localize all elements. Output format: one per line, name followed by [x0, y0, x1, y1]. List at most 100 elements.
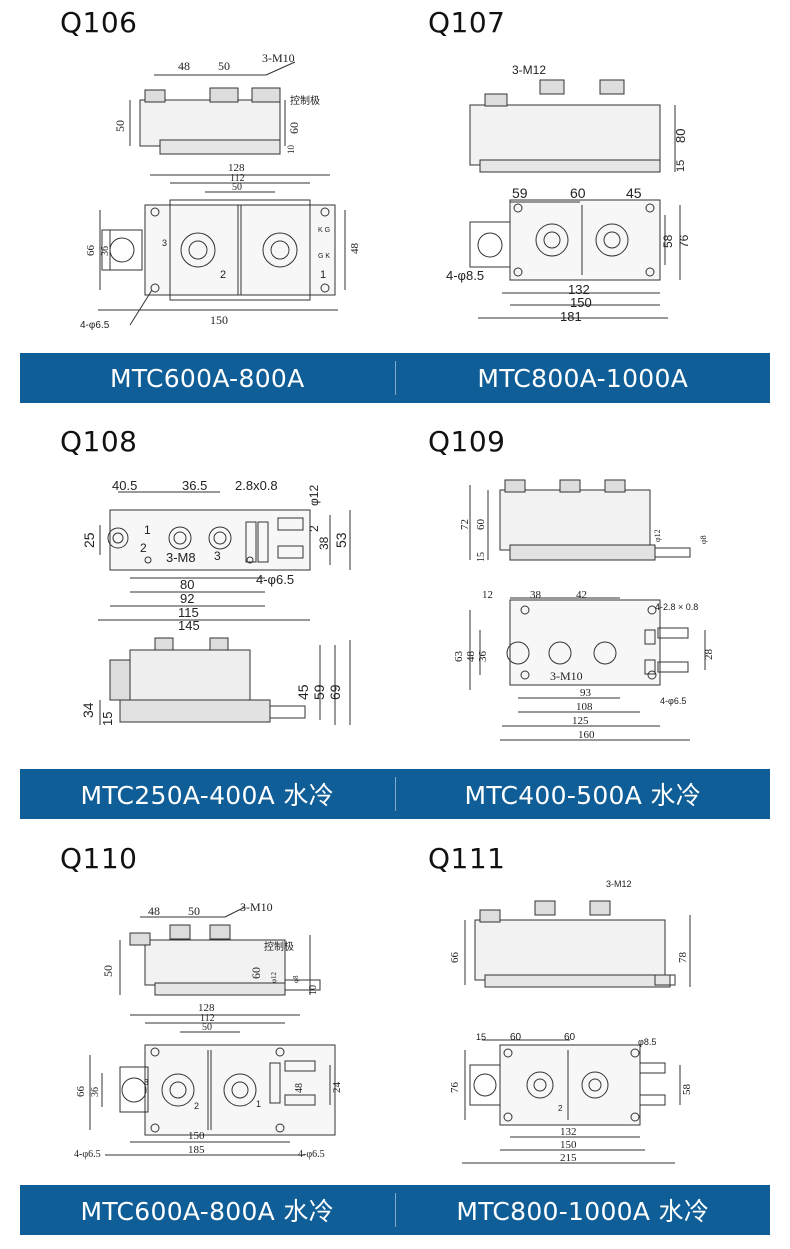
dim-h36: 36	[477, 651, 489, 663]
dim-h48: 48	[465, 651, 477, 663]
model-code-q111: Q111	[428, 842, 506, 875]
model-code-q106: Q106	[60, 6, 138, 39]
dim-h60: 60	[475, 519, 487, 531]
dim-h36: 36	[100, 246, 111, 256]
dim-h2: 2	[307, 525, 321, 532]
dim-38: 38	[530, 589, 542, 601]
dim-h15: 15	[100, 712, 115, 726]
dim-60-a: 60	[510, 1032, 522, 1043]
dim-phi12: φ12	[270, 971, 278, 983]
pin-spec: 4-2.8 × 0.8	[655, 602, 698, 612]
dim-h10: 10	[286, 145, 296, 155]
dim-phi8: φ8	[292, 975, 300, 983]
model-code-q109: Q109	[428, 425, 506, 458]
mount-holes: 4-φ6.5	[256, 572, 294, 587]
dim-h53: 53	[333, 532, 349, 548]
model-code-q107: Q107	[428, 6, 506, 39]
dim-60: 60	[570, 185, 586, 201]
dim-h72: 72	[459, 519, 471, 530]
model-code-q108: Q108	[60, 425, 138, 458]
dim-36-5: 36.5	[182, 478, 207, 493]
dim-w150: 150	[560, 1139, 577, 1151]
dim-h69: 69	[327, 684, 343, 700]
dim-h15: 15	[476, 552, 487, 562]
dim-h59: 59	[311, 684, 327, 700]
caption-q106: MTC600A-800A	[109, 363, 305, 393]
caption-q110: MTC600A-800A 水冷	[80, 1197, 334, 1226]
caption-band-2: MTC250A-400A 水冷 MTC400-500A 水冷	[20, 769, 770, 819]
kg-label: K G	[318, 227, 330, 234]
gk-label: G K	[318, 253, 330, 260]
dim-phi12: φ12	[653, 529, 662, 542]
dim-h45: 45	[295, 684, 311, 700]
dim-h80: 80	[673, 129, 688, 143]
screw-spec: 3-M10	[240, 900, 273, 914]
terminal-3: 3	[214, 549, 221, 563]
dim-h50: 50	[101, 965, 115, 977]
dim-h24: 24	[331, 1082, 343, 1094]
drawing-q110: 48 50 3-M10 控制极 50 60 φ12 φ8 10 128 112 …	[60, 895, 360, 1175]
terminal-2: 2	[558, 1104, 563, 1113]
mount-holes: 4-φ6.5	[80, 320, 110, 330]
dim-w92: 92	[180, 591, 194, 606]
dim-phi12: φ12	[307, 485, 321, 506]
dim-w215: 215	[560, 1152, 577, 1164]
pin-spec: 2.8x0.8	[235, 478, 278, 493]
dim-40-5: 40.5	[112, 478, 137, 493]
drawing-q109: 72 60 15 φ12 φ8 12 38 42 4-2.8 × 0.8 63 …	[440, 470, 730, 755]
caption-q111: MTC800-1000A 水冷	[456, 1197, 710, 1226]
dim-h58: 58	[681, 1084, 693, 1096]
caption-divider	[394, 777, 396, 811]
dim-h66: 66	[75, 1086, 87, 1098]
dim-w150: 150	[188, 1130, 205, 1142]
screw-spec: 3-M12	[606, 879, 632, 889]
caption-band-1: MTC600A-800A MTC800A-1000A	[20, 353, 770, 403]
drawing-q106: 48 50 3-M10 控制极 50 60 10 128 112 50 66 3…	[70, 40, 370, 330]
dim-45: 45	[626, 185, 642, 201]
terminal-1: 1	[144, 523, 151, 537]
dim-w150: 150	[570, 295, 592, 310]
dim-w132: 132	[560, 1126, 577, 1138]
dim-h38: 38	[317, 536, 331, 550]
dim-h15: 15	[675, 160, 687, 172]
dim-50: 50	[218, 59, 230, 73]
mount-holes: φ8.5	[638, 1037, 656, 1047]
drawing-q111: 3-M12 66 78 15 60 60 φ8.5 76 58 132 150 …	[440, 875, 710, 1175]
dim-12: 12	[482, 589, 493, 601]
mount-holes: 4-φ6.5	[660, 696, 686, 706]
drawing-q107: 3-M12 80 15 59 60 45 58 76 4-φ8.5 132 15…	[440, 50, 700, 330]
model-code-q110: Q110	[60, 842, 138, 875]
caption-q109: MTC400-500A 水冷	[464, 781, 702, 810]
dim-w185: 185	[188, 1144, 205, 1156]
caption-divider	[394, 1193, 396, 1227]
terminal-3: 3	[144, 1078, 149, 1087]
dim-h66: 66	[449, 952, 461, 964]
dim-h48: 48	[349, 243, 361, 255]
mount-holes-left: 4-φ6.5	[74, 1149, 101, 1160]
dim-50: 50	[188, 904, 200, 918]
dim-w93: 93	[580, 687, 592, 699]
dim-w125: 125	[572, 715, 589, 727]
dim-h63: 63	[453, 651, 465, 663]
dim-h10: 10	[308, 985, 319, 995]
caption-band-3: MTC600A-800A 水冷 MTC800-1000A 水冷	[20, 1185, 770, 1235]
dim-48: 48	[148, 904, 160, 918]
dim-h50: 50	[113, 120, 127, 132]
dim-w50: 50	[232, 182, 242, 193]
dim-w145: 145	[178, 618, 200, 633]
dim-w80: 80	[180, 577, 194, 592]
dim-h58: 58	[661, 234, 675, 248]
dim-59: 59	[512, 185, 528, 201]
dim-h28: 28	[703, 649, 715, 661]
dim-w115: 115	[178, 605, 199, 620]
dim-h78: 78	[677, 952, 689, 964]
caption-divider	[394, 361, 396, 395]
caption-q107: MTC800A-1000A	[477, 363, 689, 393]
dim-w160: 160	[578, 729, 595, 741]
terminal-3: 3	[162, 238, 167, 248]
dim-w112: 112	[200, 1013, 215, 1024]
dim-w50: 50	[202, 1022, 212, 1033]
terminal-1: 1	[256, 1099, 261, 1109]
dim-h36: 36	[90, 1087, 101, 1097]
dim-w150: 150	[210, 313, 228, 327]
